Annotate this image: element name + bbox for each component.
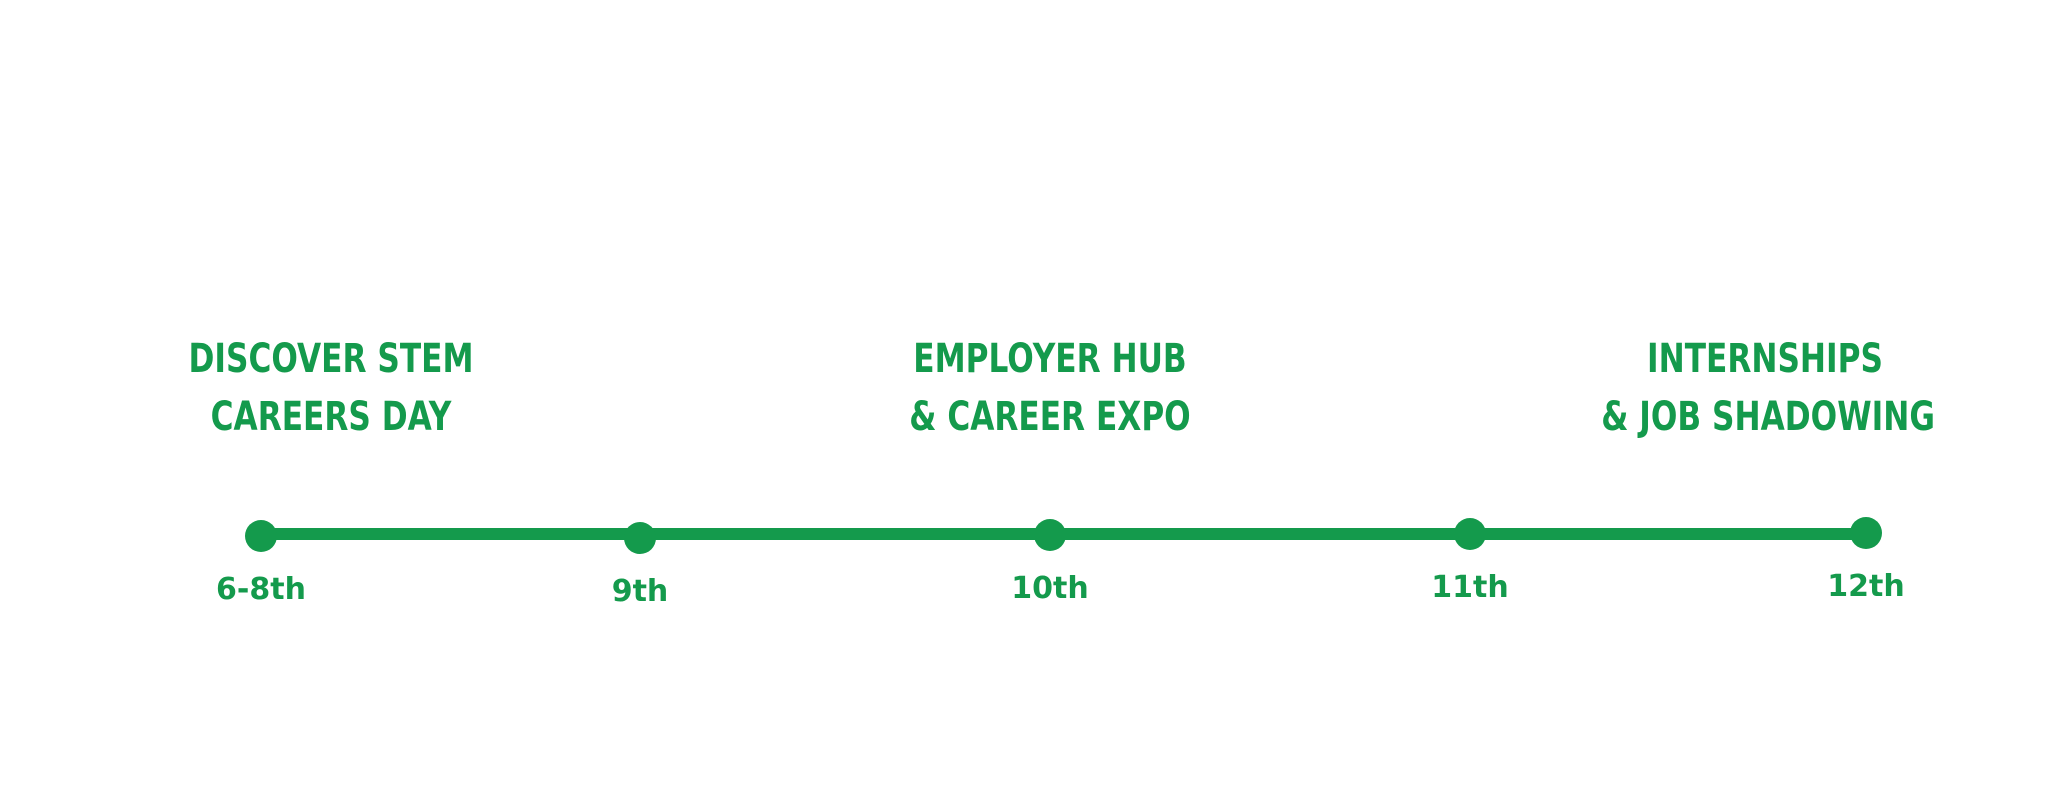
event-label-line: & CAREER EXPO [909,394,1191,440]
milestone-dots [245,517,1882,554]
milestone-dot [624,522,656,554]
event-label-line: EMPLOYER HUB [913,336,1187,382]
milestone-dot [1034,519,1066,551]
event-label-line: & JOB SHADOWING [1601,394,1935,440]
grade-label-9th: 9th [611,574,669,609]
event-label-internships: INTERNSHIPS & JOB SHADOWING [1601,330,1935,446]
event-label-discover-stem: DISCOVER STEM CAREERS DAY [167,330,495,446]
grade-label-11th: 11th [1431,570,1509,605]
event-label-line: INTERNSHIPS [1647,336,1883,382]
grade-label-12th: 12th [1827,569,1905,604]
grade-label-6-8th: 6-8th [216,572,306,607]
event-label-line: CAREERS DAY [210,394,452,440]
milestone-dot [245,520,277,552]
grade-label-10th: 10th [1011,571,1089,606]
milestone-dot [1850,517,1882,549]
milestone-dot [1454,518,1486,550]
event-label-line: DISCOVER STEM [188,336,474,382]
event-label-employer-hub: EMPLOYER HUB & CAREER EXPO [886,330,1214,446]
